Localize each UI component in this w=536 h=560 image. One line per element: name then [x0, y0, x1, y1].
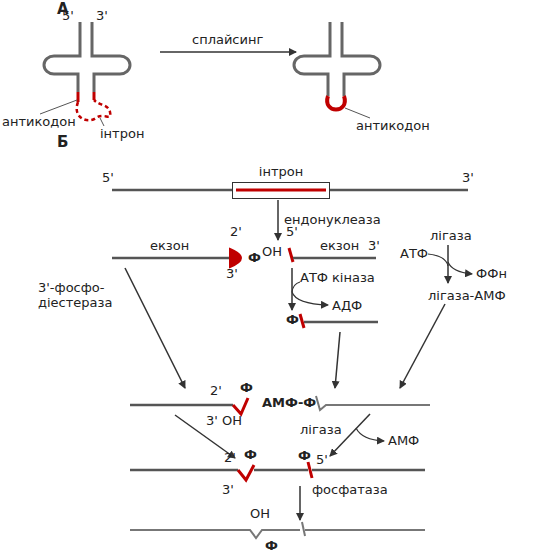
node-text: інтрон [223, 164, 339, 179]
rna-strand [254, 469, 308, 472]
text-label: ендонуклеаза [284, 212, 381, 227]
phosphate-end [300, 314, 304, 328]
process-arrow [125, 268, 185, 388]
text-label: 3' [226, 266, 238, 281]
text-label: 2' [230, 224, 242, 239]
cyclic-phosphate [230, 249, 241, 267]
leader-line [100, 118, 104, 126]
rna-strand [130, 469, 238, 472]
cofactor-arrow [356, 428, 384, 441]
leader-line [40, 100, 77, 114]
trna-backbone [92, 22, 130, 92]
text-label: 3' ОН [206, 413, 242, 428]
text-label: ОН [250, 506, 270, 521]
process-arrow [299, 486, 301, 520]
text-label: сплайсинг [192, 32, 263, 47]
process-arrow [400, 304, 445, 388]
rna-strand [112, 189, 232, 192]
rna-strand [304, 321, 378, 324]
text-label: Ф [298, 448, 311, 463]
text-label: 3'-фосфо- діестераза [38, 280, 122, 310]
phosphate-end [308, 462, 312, 478]
text-label: Ф [244, 447, 257, 462]
intron-loop [77, 100, 111, 120]
text-label: лігаза-АМФ [428, 288, 506, 303]
text-label: 3' [222, 482, 234, 497]
rna-strand [130, 530, 300, 538]
text-label: фосфатаза [312, 482, 388, 497]
text-label: Ф [240, 380, 253, 395]
text-label: 5' [62, 8, 74, 23]
cofactor-arrow [448, 262, 472, 274]
cofactor-arrow [428, 254, 448, 266]
text-label: антикодон [2, 114, 76, 129]
rna-strand [293, 257, 376, 260]
trna-backbone [342, 22, 380, 96]
text-label: 3' [368, 238, 380, 253]
text-label: 5' [316, 452, 328, 467]
anticodon-stem [93, 92, 96, 100]
text-label: 5' [102, 170, 114, 185]
trna-backbone [44, 22, 80, 92]
rna-strand [302, 522, 305, 536]
text-label: АМФ-Ф [262, 395, 316, 410]
text-label: Ф [286, 312, 299, 327]
rna-strand [330, 189, 468, 192]
text-label: лігаза [300, 422, 342, 437]
process-arrow [277, 200, 279, 240]
text-label: АТФ [300, 270, 328, 285]
trna-backbone [294, 22, 330, 96]
text-label: лігаза [430, 228, 472, 243]
text-label: АТФ [400, 246, 428, 261]
anticodon-loop [327, 96, 345, 110]
leader-line [345, 108, 370, 118]
process-arrow [335, 332, 340, 388]
text-label: АМФ [388, 433, 419, 448]
panel-letter: Б [57, 135, 68, 150]
process-arrow [160, 51, 296, 53]
intron-box: інтрон [232, 182, 330, 199]
cofactor-arrow [292, 282, 300, 292]
phosphate-end [233, 398, 248, 414]
rna-strand [112, 257, 231, 260]
text-label: 2' [224, 450, 236, 465]
text-label: кіназа [332, 270, 375, 285]
text-label: інтрон [100, 126, 144, 141]
text-label: ФФн [476, 266, 507, 281]
text-label: ОН [262, 244, 282, 259]
rna-strand [130, 404, 233, 407]
phosphate-end [238, 465, 254, 480]
text-label: антикодон [356, 118, 430, 133]
text-label: екзон [320, 238, 359, 253]
hydroxyl-end [289, 248, 293, 262]
rna-strand [305, 529, 425, 531]
intron-strand [236, 189, 326, 192]
text-label: АДФ [332, 298, 362, 313]
text-label: Ф [248, 250, 261, 265]
text-label: 3' [96, 8, 108, 23]
rna-strand [316, 396, 430, 410]
cofactor-arrow [292, 292, 328, 305]
text-label: 2' [210, 383, 222, 398]
text-label: 5' [286, 224, 298, 239]
rna-strand [312, 469, 425, 472]
text-label: Ф [265, 538, 278, 553]
text-label: екзон [150, 238, 189, 253]
text-label: 3' [462, 170, 474, 185]
